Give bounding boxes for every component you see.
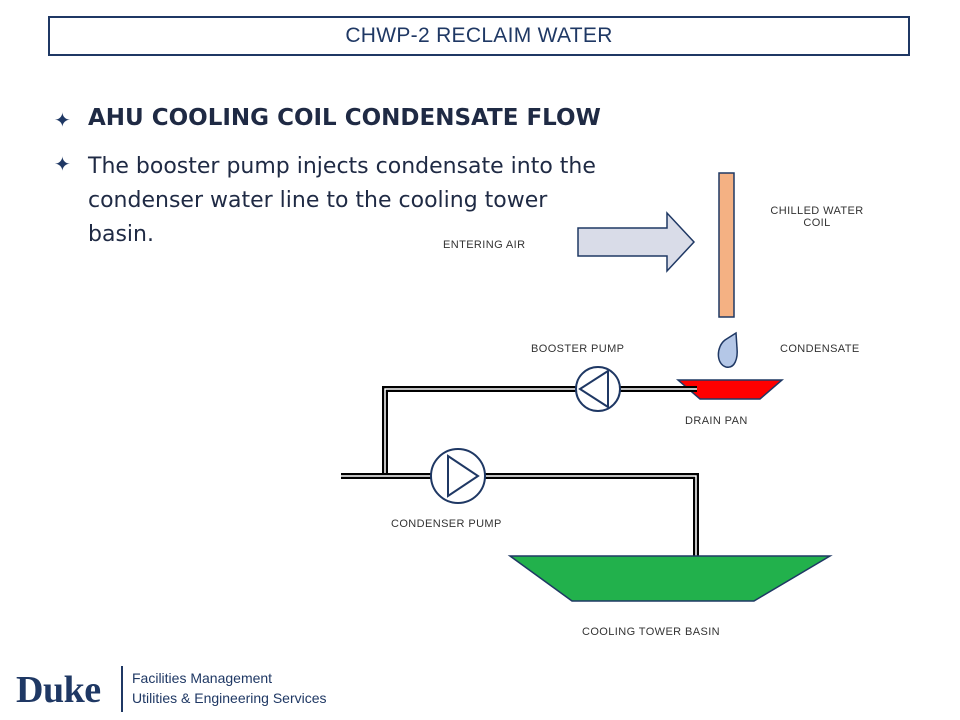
footer-department: Facilities Management <box>132 670 273 686</box>
slide-title-text: CHWP-2 RECLAIM WATER <box>345 24 613 47</box>
condenser-pump-label: CONDENSER PUMP <box>391 518 502 530</box>
chilled-water-coil <box>718 172 735 318</box>
footer-divider <box>121 666 123 712</box>
entering-air-label: ENTERING AIR <box>443 239 526 251</box>
bullet-description: The booster pump injects condensate into… <box>88 154 596 247</box>
star-bullet-icon: ✦ <box>54 154 71 176</box>
booster-pump-label: BOOSTER PUMP <box>531 343 625 355</box>
chilled-water-coil-label-line1: CHILLED WATER <box>770 205 864 217</box>
duke-logo: Duke <box>16 669 101 711</box>
star-bullet-icon: ✦ <box>54 110 71 132</box>
drain-pan-label: DRAIN PAN <box>685 415 748 427</box>
condensate-droplet-icon <box>717 331 738 368</box>
slide-title: CHWP-2 RECLAIM WATER <box>48 16 910 56</box>
condenser-pump-icon <box>430 448 486 504</box>
booster-loop-pipe <box>382 386 697 476</box>
booster-pump-icon <box>575 366 621 412</box>
chilled-water-coil-label: CHILLED WATER COIL <box>757 205 877 229</box>
bullet-heading: AHU COOLING COIL CONDENSATE FLOW <box>88 105 601 131</box>
drain-pan <box>675 379 785 400</box>
entering-air-arrow <box>577 211 696 273</box>
condenser-water-pipe <box>341 473 699 557</box>
cooling-tower-basin-label: COOLING TOWER BASIN <box>582 626 720 638</box>
footer-division: Utilities & Engineering Services <box>132 690 327 706</box>
cooling-tower-basin <box>507 555 833 602</box>
chilled-water-coil-label-line2: COIL <box>803 217 831 229</box>
condensate-label: CONDENSATE <box>780 343 860 355</box>
